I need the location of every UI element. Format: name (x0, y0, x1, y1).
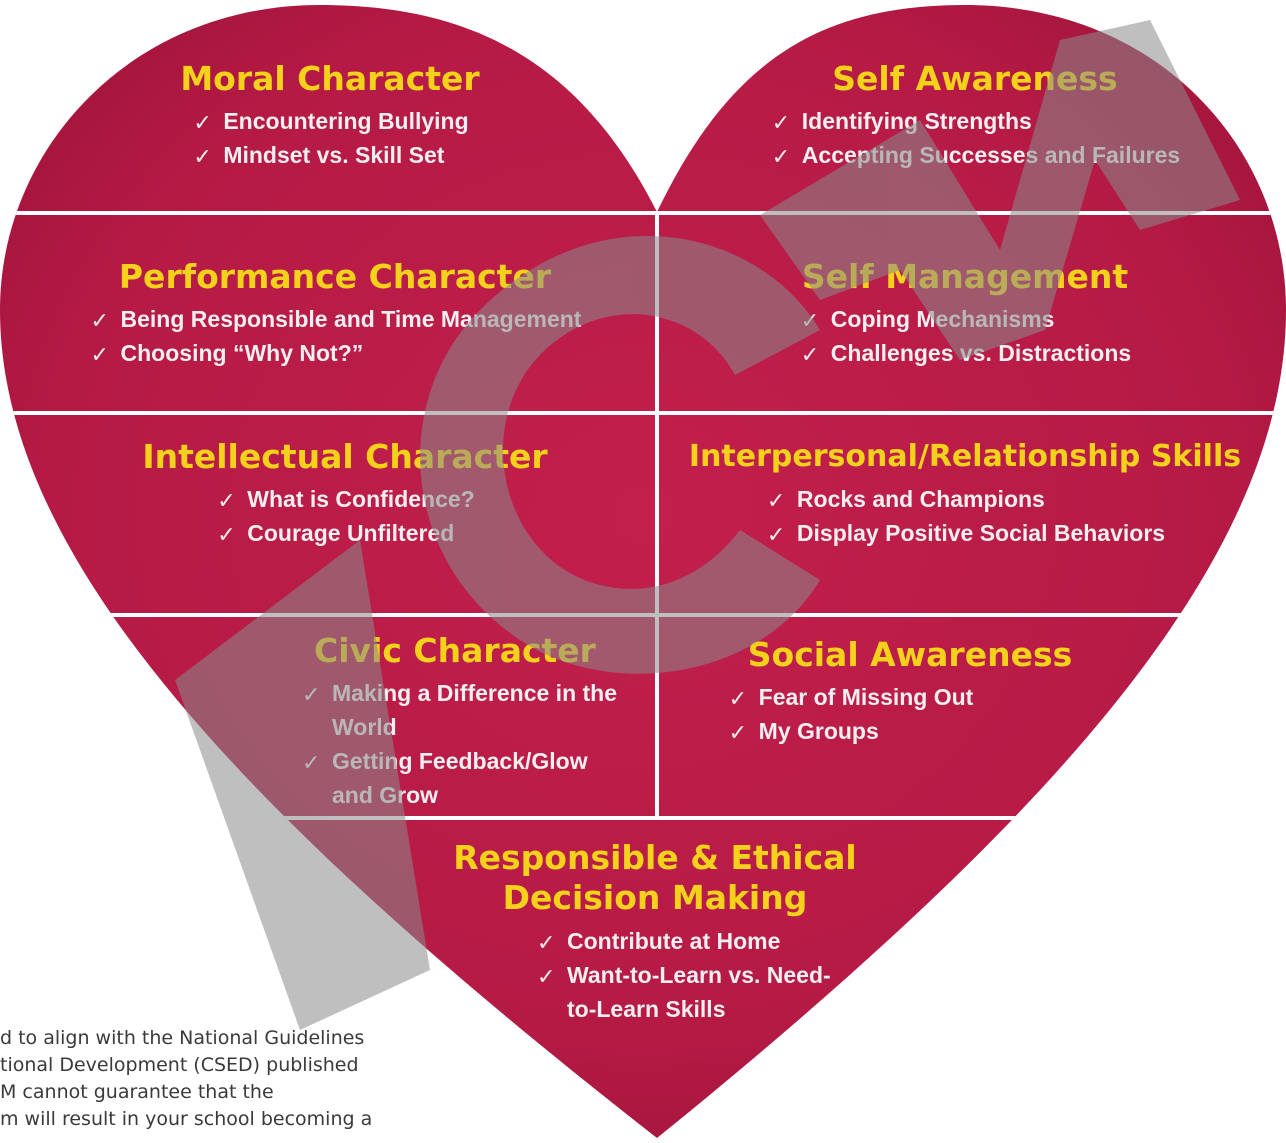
cell-title: Responsible & Ethical Decision Making (453, 838, 857, 917)
check-icon: ✓ (217, 488, 236, 513)
list-item: ✓Encountering Bullying (191, 104, 468, 138)
cell-self-management: Self Management ✓Coping Mechanisms ✓Chal… (700, 258, 1230, 370)
cell-interpersonal-skills: Interpersonal/Relationship Skills ✓Rocks… (664, 438, 1266, 550)
list-item: ✓Being Responsible and Time Management (89, 302, 582, 336)
check-icon: ✓ (800, 308, 820, 333)
list-item: ✓What is Confidence? (215, 482, 474, 516)
list-item: ✓Coping Mechanisms (799, 302, 1131, 336)
cell-social-awareness: Social Awareness ✓Fear of Missing Out ✓M… (690, 636, 1130, 748)
check-icon: ✓ (728, 720, 748, 745)
list-item: ✓Display Positive Social Behaviors (765, 516, 1165, 550)
cell-title: Self Management (801, 257, 1129, 296)
list-item: ✓My Groups (727, 714, 974, 748)
cell-title: Self Awareness (832, 59, 1118, 98)
check-icon: ✓ (771, 144, 791, 169)
list-item: ✓Courage Unfiltered (215, 516, 474, 550)
cell-decision-making: Responsible & Ethical Decision Making ✓C… (370, 838, 940, 1026)
list-item: ✓Getting Feedback/Glow and Grow (302, 748, 588, 808)
cell-title: Social Awareness (747, 635, 1073, 674)
cell-self-awareness: Self Awareness ✓Identifying Strengths ✓A… (715, 60, 1235, 172)
list-item: ✓Identifying Strengths (770, 104, 1180, 138)
list-item: ✓Rocks and Champions (765, 482, 1165, 516)
cell-title: Performance Character (118, 257, 552, 296)
cell-title: Moral Character (180, 59, 480, 98)
list-item: ✓Contribute at Home (535, 924, 835, 958)
check-icon: ✓ (766, 522, 786, 547)
check-icon: ✓ (771, 110, 791, 135)
check-icon: ✓ (766, 488, 786, 513)
list-item: ✓Accepting Successes and Failures (770, 138, 1180, 172)
list-item: ✓Mindset vs. Skill Set (191, 138, 468, 172)
check-icon: ✓ (90, 342, 109, 367)
list-item: ✓Choosing “Why Not?” (89, 336, 582, 370)
cell-title: Civic Character (314, 631, 596, 670)
list-item: ✓Want-to-Learn vs. Need-to-Learn Skills (537, 962, 831, 1022)
check-icon: ✓ (728, 686, 748, 711)
check-icon: ✓ (800, 342, 820, 367)
cell-intellectual-character: Intellectual Character ✓What is Confiden… (80, 438, 610, 550)
check-icon: ✓ (302, 682, 321, 707)
list-item: ✓Challenges vs. Distractions (799, 336, 1131, 370)
check-icon: ✓ (537, 930, 556, 955)
cell-title: Interpersonal/Relationship Skills (688, 439, 1242, 474)
cell-civic-character: Civic Character ✓Making a Difference in … (260, 632, 650, 812)
check-icon: ✓ (217, 522, 236, 547)
check-icon: ✓ (193, 144, 212, 169)
cell-performance-character: Performance Character ✓Being Responsible… (20, 258, 650, 370)
check-icon: ✓ (302, 750, 321, 775)
cell-moral-character: Moral Character ✓Encountering Bullying ✓… (60, 60, 600, 172)
footnote-text: d to align with the National Guidelines … (0, 1027, 373, 1130)
list-item: ✓Fear of Missing Out (727, 680, 974, 714)
check-icon: ✓ (537, 964, 556, 989)
list-item: ✓Making a Difference in the World (302, 680, 618, 740)
check-icon: ✓ (193, 110, 212, 135)
check-icon: ✓ (90, 308, 109, 333)
cell-title: Intellectual Character (142, 437, 548, 476)
